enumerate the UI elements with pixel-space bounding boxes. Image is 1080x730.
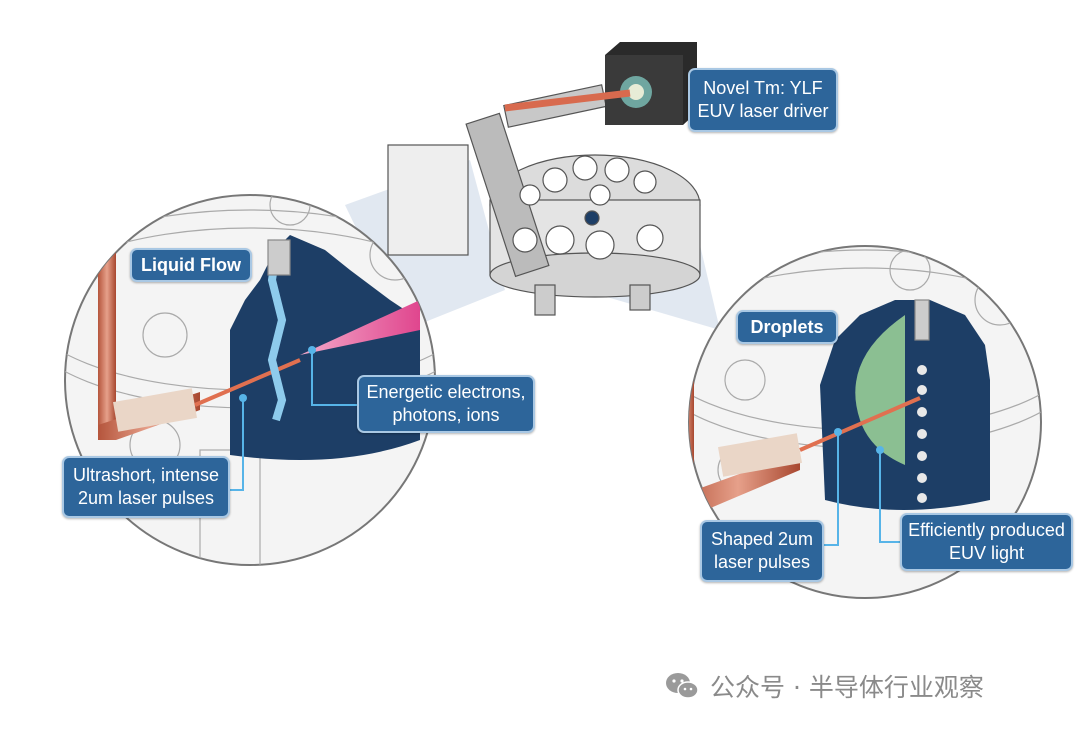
laser-beam [504, 89, 631, 112]
label-line: 2um laser pulses [77, 488, 215, 508]
label-text: Droplets [750, 316, 824, 337]
euv-light-cone [855, 315, 905, 465]
label-liquid-flow: Liquid Flow [130, 248, 252, 282]
label-text: Liquid Flow [141, 254, 241, 275]
label-line: photons, ions [392, 405, 500, 425]
watermark-text: 公众号 · 半导体行业观察 [710, 673, 984, 702]
label-droplets: Droplets [736, 310, 838, 344]
label-laser-driver: Novel Tm: YLF EUV laser driver [688, 68, 838, 132]
label-line: EUV light [948, 543, 1025, 563]
plasma-emission [300, 300, 420, 355]
label-line: Ultrashort, intense [72, 465, 220, 485]
label-line: Novel Tm: YLF [703, 78, 823, 98]
label-shaped-pulses: Shaped 2um laser pulses [700, 520, 824, 582]
watermark: 公众号 · 半导体行业观察 [664, 668, 984, 704]
label-line: Shaped 2um [710, 529, 814, 549]
wechat-icon [666, 673, 699, 699]
label-line: Efficiently produced [908, 520, 1065, 540]
label-line: laser pulses [713, 552, 811, 572]
label-line: Energetic electrons, [366, 382, 526, 402]
label-line: EUV laser driver [697, 101, 829, 121]
label-ultrashort-pulses: Ultrashort, intense 2um laser pulses [62, 456, 230, 518]
label-energetic-particles: Energetic electrons, photons, ions [357, 375, 535, 433]
laser-driver-box [504, 42, 697, 125]
euv-chamber-machine [387, 84, 701, 316]
